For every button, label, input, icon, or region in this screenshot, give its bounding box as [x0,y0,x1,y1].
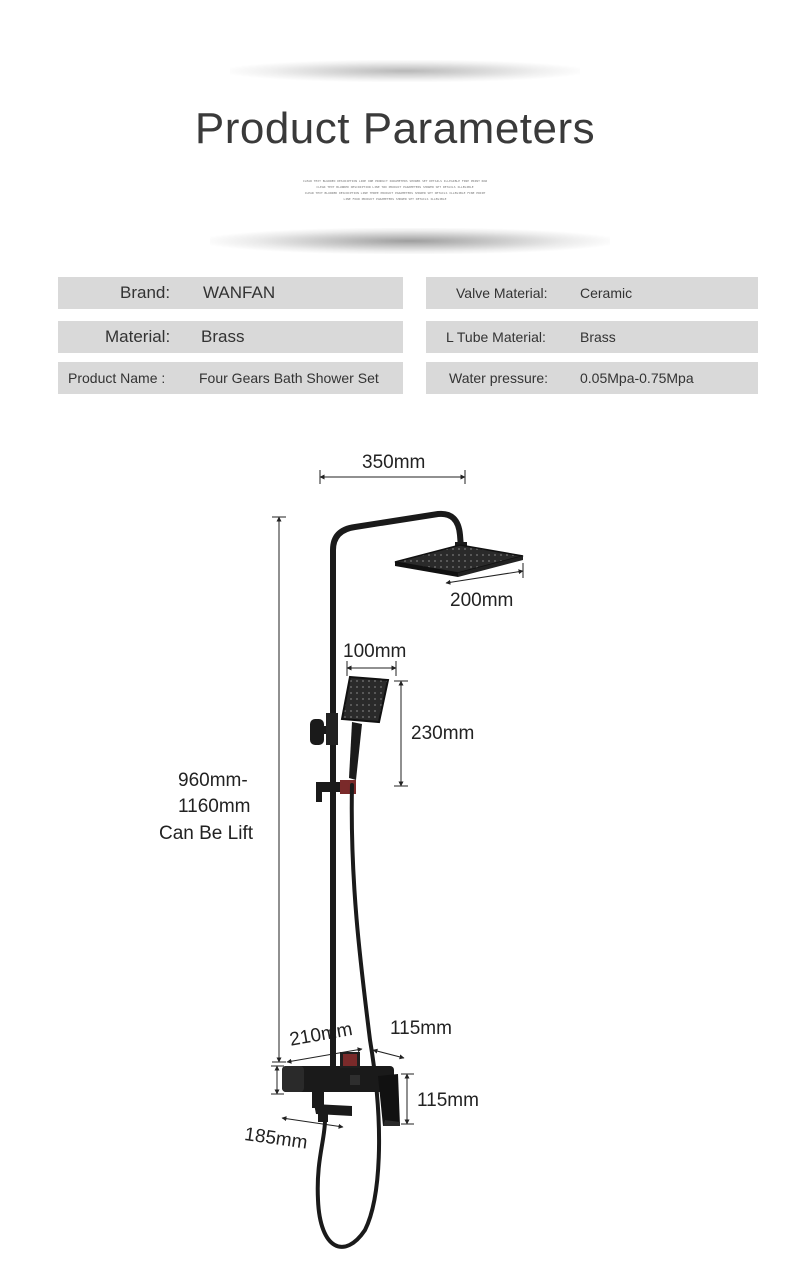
subtitle-line: CLEAR TEXT BLURRED DESCRIPTION LINE THRE… [304,191,486,195]
param-l-tube-material: L Tube Material: Brass [426,321,758,353]
wall-bracket [310,713,338,745]
subtitle-line: CLEAR TEXT BLURRED DESCRIPTION LINE TWO … [316,185,474,189]
mixer-valve-body [282,1052,400,1126]
param-value: Four Gears Bath Shower Set [199,370,379,386]
shower-set-diagram [271,470,524,1249]
dim-height-line1: 960mm- [178,770,248,791]
param-value: Brass [580,329,616,345]
dim-height-line3: Can Be Lift [159,823,253,844]
param-value: Brass [201,327,245,346]
param-label: Product Name : [68,370,166,386]
param-material: Material: Brass [58,321,403,353]
bath-spout [312,1090,352,1122]
param-label: Water pressure: [449,370,549,386]
param-label: Brand: [120,283,171,302]
subtitle-line: CLEAR TEXT BLURRED DESCRIPTION LINE ONE … [302,179,488,183]
dimension-lines [271,470,524,1129]
param-label: Valve Material: [456,285,548,301]
param-value: 0.05Mpa-0.75Mpa [580,370,694,386]
shower-riser [330,510,464,1069]
page-title: Product Parameters [194,104,596,153]
dim-height-line2: 1160mm [178,796,251,817]
shower-hose [315,783,382,1249]
param-value: WANFAN [203,283,276,302]
dim-width-top: 350mm [362,452,426,473]
param-product-name: Product Name : Four Gears Bath Shower Se… [58,362,403,394]
subtitle-line: LINE FOUR PRODUCT PARAMETERS SHOWER SET … [343,197,447,201]
param-water-pressure: Water pressure: 0.05Mpa-0.75Mpa [426,362,758,394]
subtitle-fine-print: CLEAR TEXT BLURRED DESCRIPTION LINE ONE … [200,178,590,202]
hand-shower [340,675,390,780]
param-value: Ceramic [580,285,633,301]
dim-faucet-height: 115mm [417,1090,479,1111]
decorative-shadow-top [230,60,580,82]
dim-hand-length: 230mm [411,723,475,744]
dim-head-size: 200mm [450,590,514,611]
param-brand: Brand: WANFAN [58,277,403,309]
param-label: Material: [105,327,171,346]
decorative-shadow-bottom [210,228,610,254]
param-label: L Tube Material: [446,329,546,345]
overhead-shower-head [394,542,524,577]
dim-hand-width: 100mm [343,641,407,662]
param-valve-material: Valve Material: Ceramic [426,277,758,309]
dim-faucet-depth: 115mm [390,1018,452,1039]
